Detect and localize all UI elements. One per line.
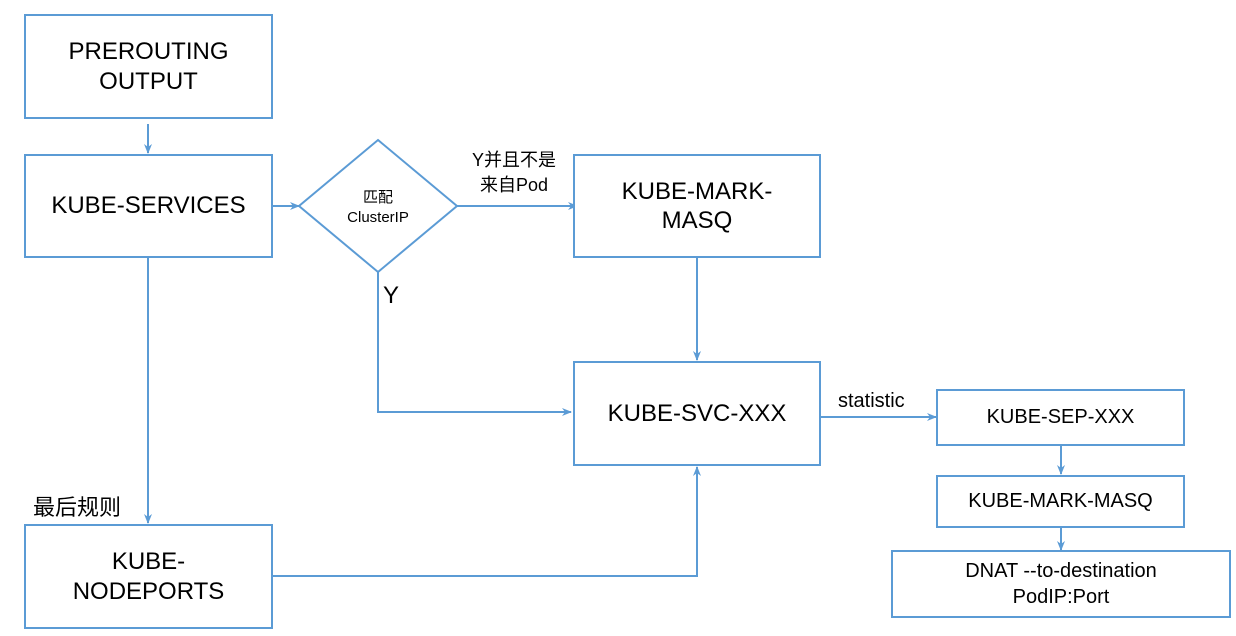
node-kube-nodeports: KUBE- NODEPORTS [24, 524, 273, 629]
node-label-line: OUTPUT [99, 67, 198, 95]
edge-label-not-from-pod: Y并且不是 来自Pod [452, 148, 576, 198]
node-kube-mark-masq: KUBE-MARK- MASQ [573, 154, 821, 258]
node-kube-sep: KUBE-SEP-XXX [936, 389, 1185, 446]
node-label: KUBE-MARK-MASQ [968, 490, 1153, 513]
edge-label-yes: Y [383, 282, 400, 309]
node-kube-services: KUBE-SERVICES [24, 154, 273, 258]
node-label-line: NODEPORTS [72, 577, 225, 605]
edge-label-line: 来自Pod [479, 175, 549, 196]
node-label: KUBE-SERVICES [51, 192, 246, 220]
decision-label-line: 匹配 [362, 189, 393, 206]
node-kube-svc: KUBE-SVC-XXX [573, 361, 821, 466]
node-prerouting-output: PREROUTING OUTPUT [24, 14, 273, 119]
node-label-line: PREROUTING [68, 38, 229, 66]
node-label-line: DNAT --to-destination [965, 560, 1157, 582]
decision-label: 匹配 ClusterIP [318, 188, 438, 227]
edge-label-statistic: statistic [838, 390, 905, 412]
arrow-nodeports-to-svc [273, 466, 701, 577]
node-dnat: DNAT --to-destination PodIP:Port [891, 550, 1231, 618]
decision-label-line: ClusterIP [347, 208, 409, 226]
node-label-line: KUBE- [111, 548, 186, 576]
node-label-line: PodIP:Port [1012, 586, 1110, 608]
node-label: KUBE-SEP-XXX [986, 406, 1135, 429]
node-kube-mark-masq-2: KUBE-MARK-MASQ [936, 475, 1185, 528]
node-label-line: MASQ [661, 207, 733, 234]
node-label: KUBE-SVC-XXX [607, 399, 787, 427]
node-label-line: KUBE-MARK- [621, 177, 773, 205]
arrow-decision-to-svc [377, 272, 572, 416]
edge-label-line: Y并且不是 [471, 150, 556, 170]
edge-label-last-rule: 最后规则 [33, 495, 122, 520]
